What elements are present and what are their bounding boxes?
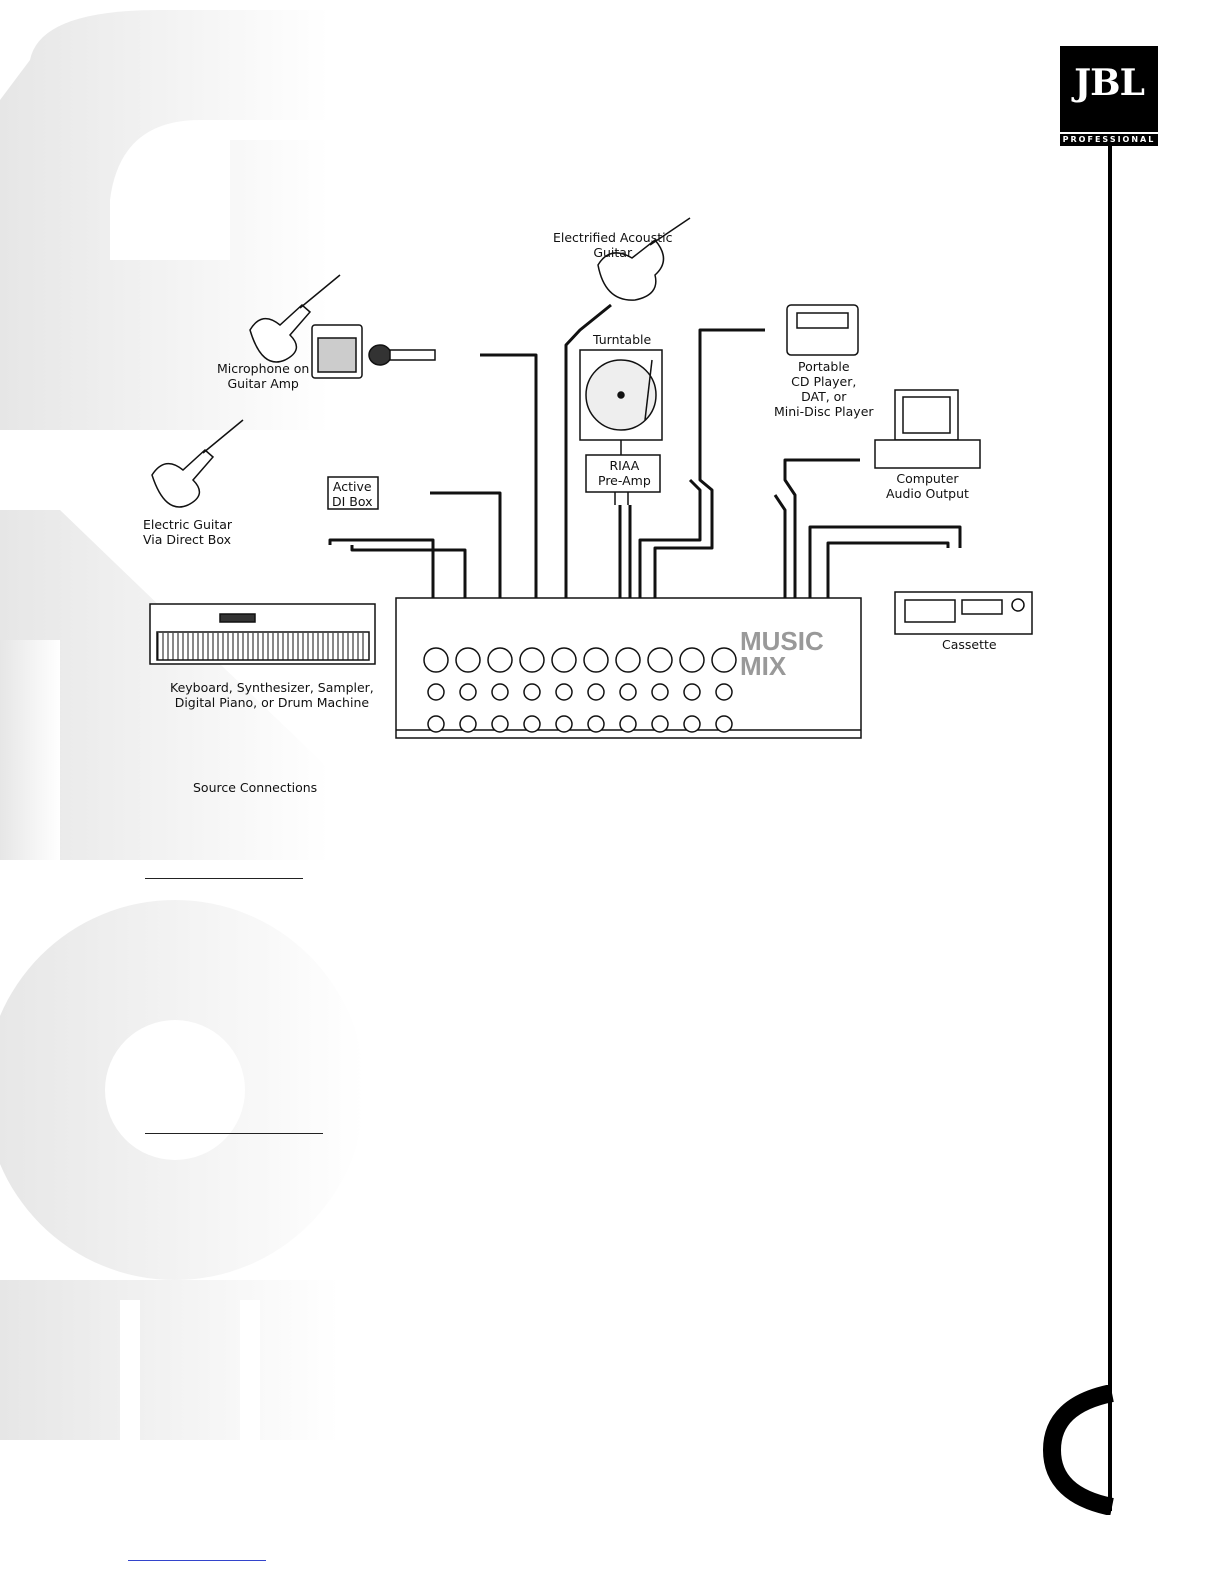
mixer-input-jack	[615, 647, 641, 673]
mixer-input-jack	[519, 647, 545, 673]
mixer-input-jack	[715, 683, 733, 701]
mixer-input-jack	[555, 715, 573, 733]
mixer-input-jack	[619, 683, 637, 701]
mixer-input-jack	[459, 715, 477, 733]
mixer-input-jack	[423, 647, 449, 673]
label-microphone-amp: Microphone on Guitar Amp	[217, 361, 310, 391]
mixer-input-jack	[711, 647, 737, 673]
mixer-input-jack	[587, 715, 605, 733]
mixer-input-jack	[683, 715, 701, 733]
page-spine-line	[1108, 146, 1112, 1511]
label-turntable: Turntable	[593, 332, 652, 347]
mixer-input-jack	[647, 647, 673, 673]
mixer-input-jack	[523, 683, 541, 701]
label-cassette: Cassette	[942, 637, 997, 652]
page-corner-arc	[1042, 1385, 1114, 1515]
mixer-input-jack	[551, 647, 577, 673]
jbl-logo: JBL PROFESSIONAL	[1060, 46, 1158, 146]
mixer-input-jack	[683, 683, 701, 701]
mixer-input-jack	[619, 715, 637, 733]
mixer-input-jack	[555, 683, 573, 701]
figure-caption: Source Connections	[193, 780, 318, 795]
label-active-di-box: Active DI Box	[332, 479, 373, 509]
mixer-input-jack	[459, 683, 477, 701]
mixer-input-jack	[491, 715, 509, 733]
mixer-input-jack	[455, 647, 481, 673]
section-rule-2	[145, 1133, 323, 1134]
mixer-input-jack	[427, 683, 445, 701]
mixer-input-jack	[491, 683, 509, 701]
label-computer-audio: Computer Audio Output	[886, 471, 969, 501]
label-keyboard-sources: Keyboard, Synthesizer, Sampler, Digital …	[170, 680, 374, 710]
label-electrified-acoustic-guitar: Electrified Acoustic Guitar	[553, 230, 673, 260]
mixer-input-jack	[715, 715, 733, 733]
svg-text:MIX: MIX	[740, 651, 787, 681]
logo-subtext: PROFESSIONAL	[1060, 134, 1158, 146]
mixer-input-jack	[523, 715, 541, 733]
logo-wordmark: JBL	[1074, 62, 1145, 104]
mixer-input-jack	[651, 715, 669, 733]
mixer-input-jack	[487, 647, 513, 673]
mixer-input-jack	[583, 647, 609, 673]
section-rule-1	[145, 878, 303, 879]
label-riaa-preamp: RIAA Pre-Amp	[598, 458, 651, 488]
mixer-brand-text: MUSIC	[740, 626, 824, 656]
mixer-input-jack	[427, 715, 445, 733]
mixer-input-jack	[651, 683, 669, 701]
section-rule-3	[128, 1560, 266, 1561]
label-electric-guitar-direct: Electric Guitar Via Direct Box	[143, 517, 233, 547]
mixer-input-jack	[587, 683, 605, 701]
mixer-input-jack	[679, 647, 705, 673]
label-portable-player: Portable CD Player, DAT, or Mini-Disc Pl…	[774, 359, 874, 419]
